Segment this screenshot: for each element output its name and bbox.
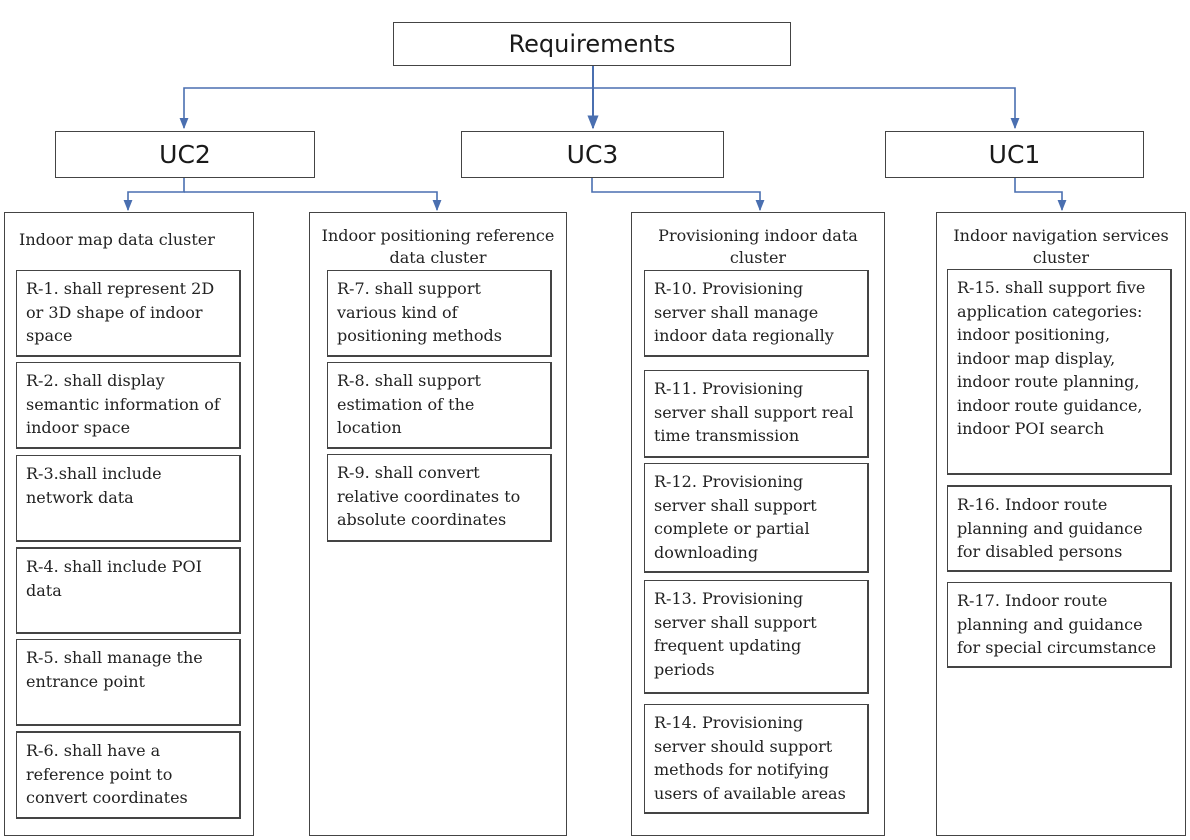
requirement-r8: R-8. shall support estimation of the loc… bbox=[327, 362, 552, 449]
requirement-r4: R-4. shall include POI data bbox=[16, 547, 241, 634]
requirement-r11: R-11. Provisioning server shall support … bbox=[644, 370, 869, 458]
requirement-r14: R-14. Provisioning server should support… bbox=[644, 704, 869, 814]
use-case-label: UC3 bbox=[566, 140, 619, 169]
use-case-label: UC1 bbox=[988, 140, 1041, 169]
cluster-title: Indoor map data cluster bbox=[19, 230, 215, 249]
connector-uc1-cluster-navigation bbox=[1014, 178, 1067, 212]
cluster-title: Provisioning indoor data cluster bbox=[658, 226, 858, 267]
requirements-title: Requirements bbox=[508, 30, 676, 58]
requirement-r1: R-1. shall represent 2D or 3D shape of i… bbox=[16, 270, 241, 357]
requirement-r12: R-12. Provisioning server shall support … bbox=[644, 463, 869, 573]
requirement-r6: R-6. shall have a reference point to con… bbox=[16, 731, 241, 819]
connector-uc2-cluster-positioning bbox=[184, 191, 442, 212]
requirement-r2: R-2. shall display semantic information … bbox=[16, 362, 241, 449]
use-case-node-uc3: UC3 bbox=[461, 131, 724, 178]
requirement-r15: R-15. shall support five application cat… bbox=[947, 269, 1172, 475]
use-case-node-uc1: UC1 bbox=[885, 131, 1144, 178]
use-case-node-uc2: UC2 bbox=[55, 131, 315, 178]
cluster-title: Indoor navigation services cluster bbox=[953, 226, 1169, 267]
connector-root-uc1 bbox=[593, 87, 1020, 130]
requirement-r5: R-5. shall manage the entrance point bbox=[16, 639, 241, 726]
requirement-r9: R-9. shall convert relative coordinates … bbox=[327, 454, 552, 542]
requirement-r7: R-7. shall support various kind of posit… bbox=[327, 270, 552, 357]
requirement-r10: R-10. Provisioning server shall manage i… bbox=[644, 270, 869, 357]
requirement-r16: R-16. Indoor route planning and guidance… bbox=[947, 485, 1172, 572]
use-case-label: UC2 bbox=[159, 140, 211, 169]
requirement-r13: R-13. Provisioning server shall support … bbox=[644, 580, 869, 694]
connector-root-uc2 bbox=[179, 66, 594, 130]
connector-uc3-cluster-provisioning bbox=[591, 178, 765, 212]
requirement-r17: R-17. Indoor route planning and guidance… bbox=[947, 582, 1172, 668]
connector-uc2-cluster-map bbox=[123, 178, 185, 212]
requirements-node: Requirements bbox=[393, 22, 791, 66]
cluster-title: Indoor positioning reference data cluste… bbox=[321, 226, 555, 267]
requirement-r3: R-3.shall include network data bbox=[16, 455, 241, 542]
